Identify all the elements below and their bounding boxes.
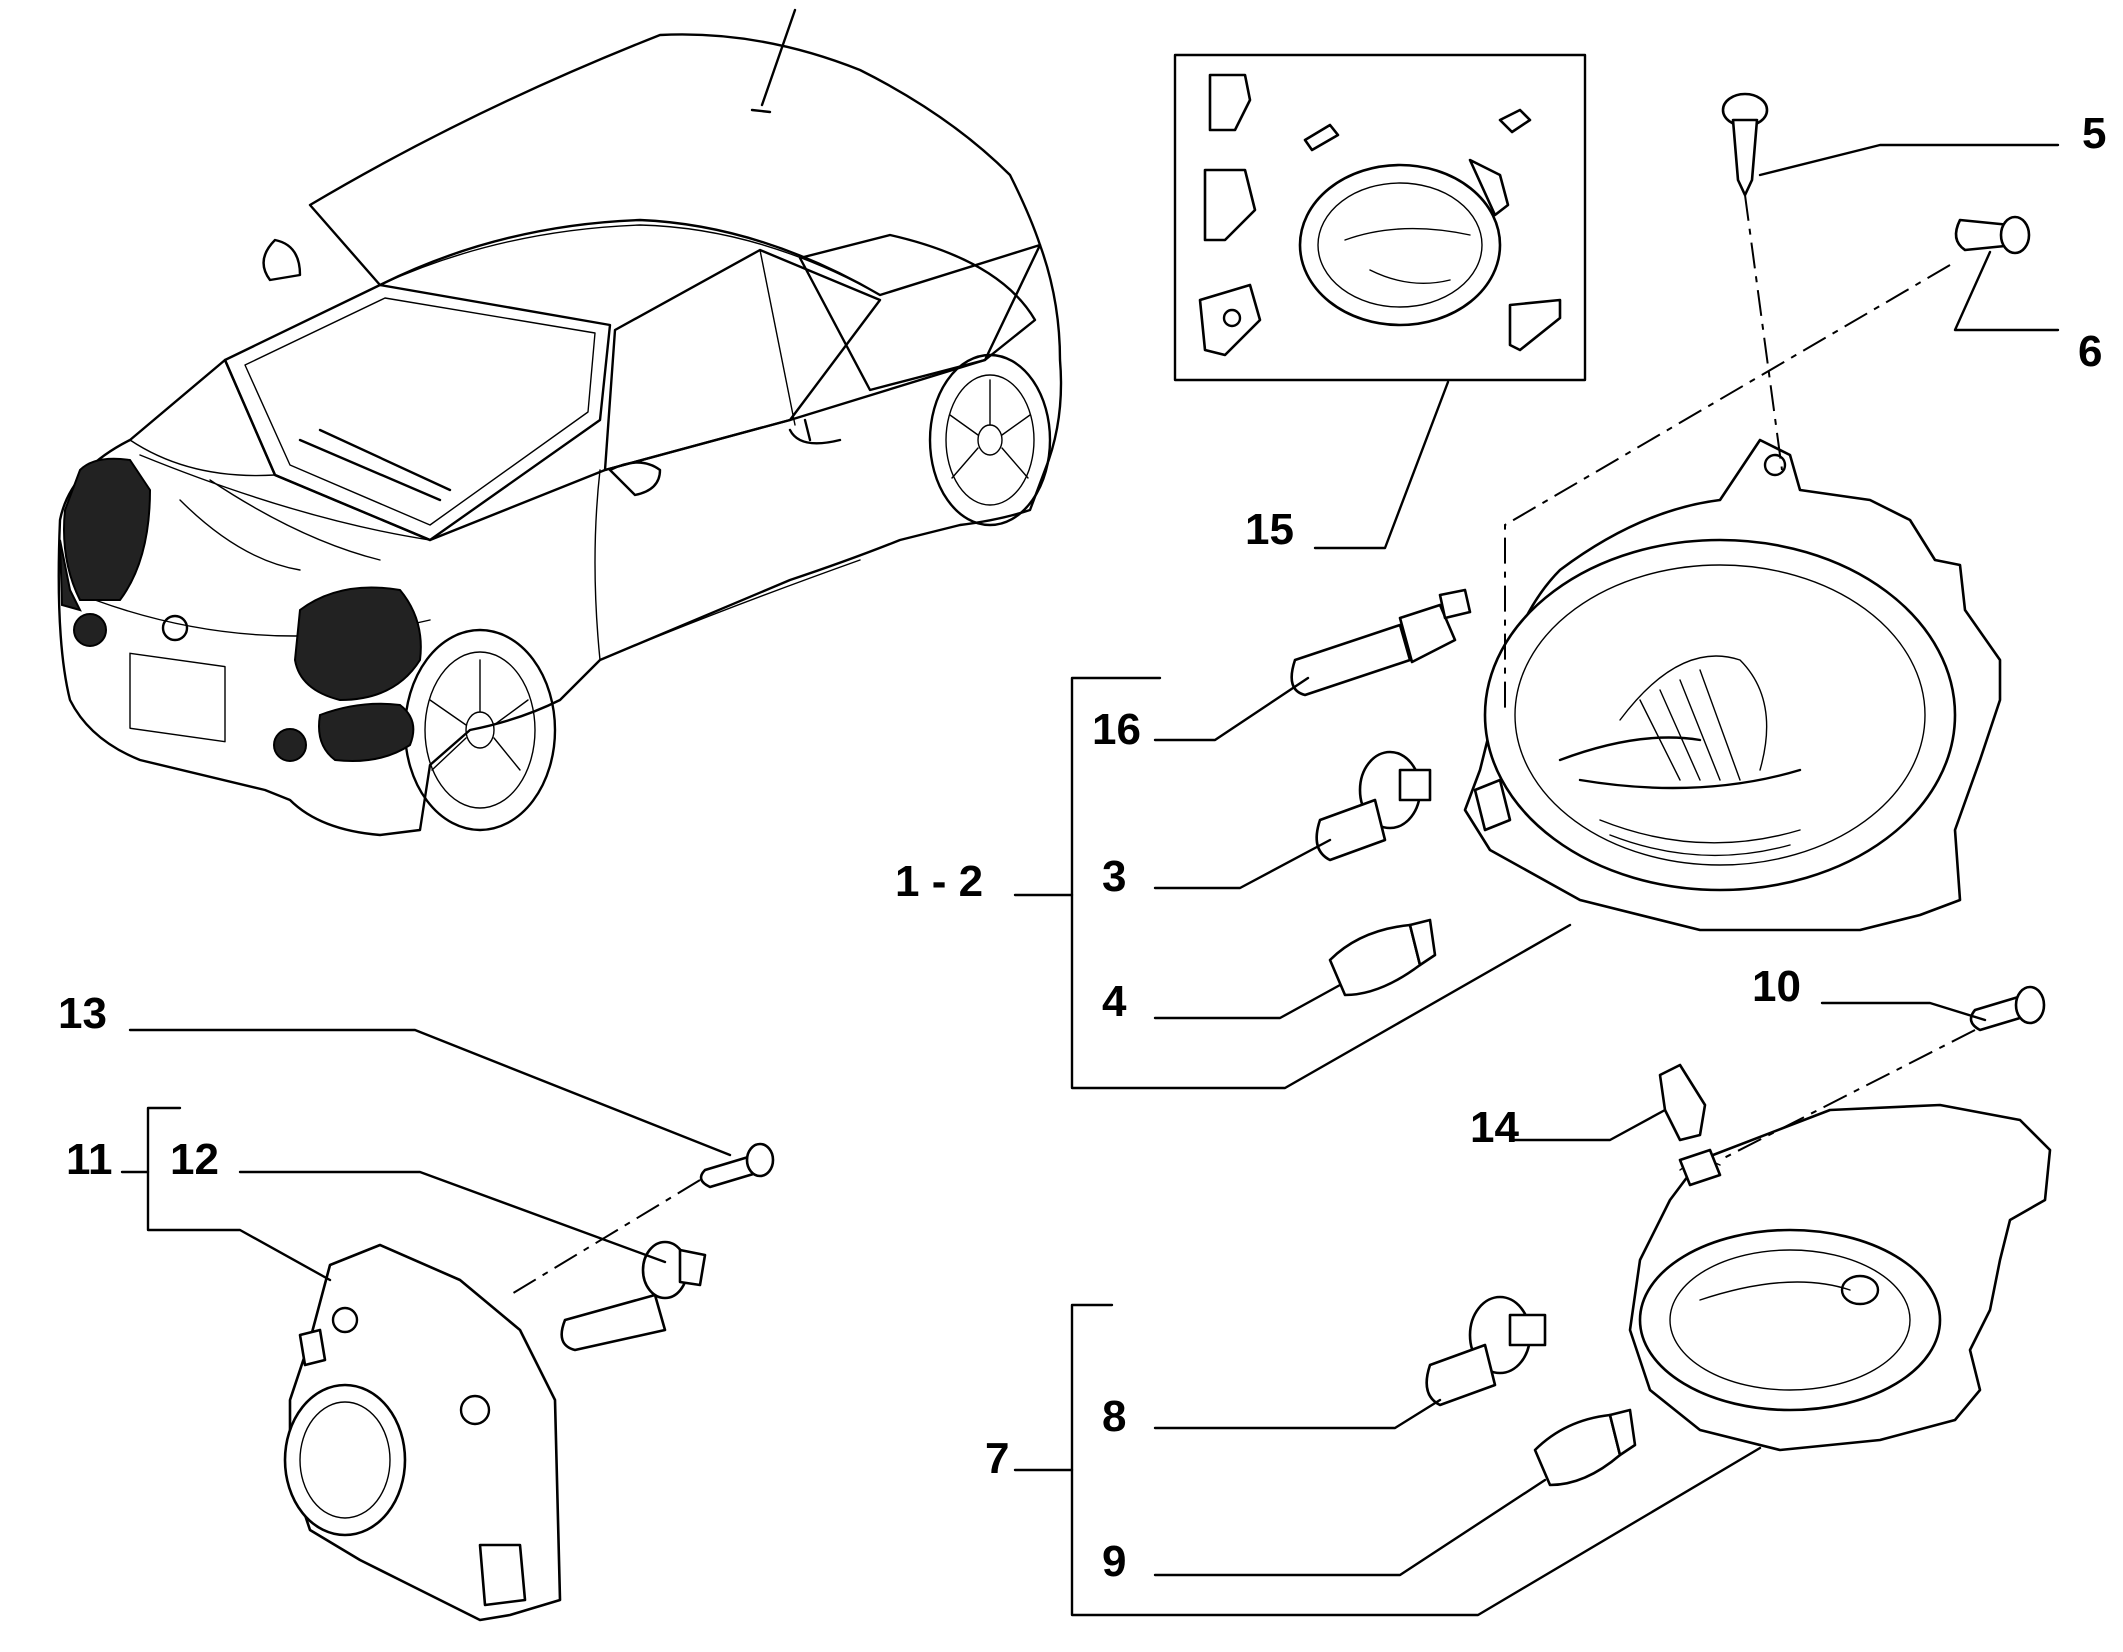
leader-lines	[120, 143, 2060, 1617]
headlamp-assembly	[1463, 438, 2002, 932]
label-5: 5	[2082, 109, 2107, 158]
label-16: 16	[1092, 705, 1141, 754]
label-14: 14	[1470, 1103, 1519, 1152]
bulb-9	[1533, 1408, 1637, 1487]
screw-5	[1721, 92, 1769, 197]
fog-lamp-7	[1628, 1103, 2052, 1452]
label-4: 4	[1102, 977, 1127, 1026]
car-illustration	[57, 8, 1063, 837]
bulb-3	[1315, 750, 1432, 862]
clip-14	[1658, 1063, 1707, 1142]
bulb-8	[1425, 1295, 1547, 1407]
label-11: 11	[66, 1135, 113, 1184]
label-6: 6	[2078, 327, 2103, 376]
label-3: 3	[1102, 852, 1127, 901]
screw-13	[699, 1142, 775, 1189]
bulb-16	[1290, 588, 1472, 697]
label-15: 15	[1245, 505, 1294, 554]
fog-lamp-11	[283, 1243, 562, 1622]
kit-box-15	[1173, 53, 1587, 382]
label-8: 8	[1102, 1392, 1127, 1441]
label-1-2: 1 - 2	[895, 857, 984, 906]
label-13: 13	[58, 989, 107, 1038]
screw-10	[1969, 985, 2046, 1032]
label-7: 7	[985, 1434, 1010, 1483]
bulb-4	[1328, 918, 1437, 997]
label-9: 9	[1102, 1537, 1127, 1586]
label-10: 10	[1752, 962, 1801, 1011]
screw-6	[1954, 215, 2031, 255]
bulb-12	[560, 1240, 707, 1352]
label-12: 12	[170, 1135, 219, 1184]
